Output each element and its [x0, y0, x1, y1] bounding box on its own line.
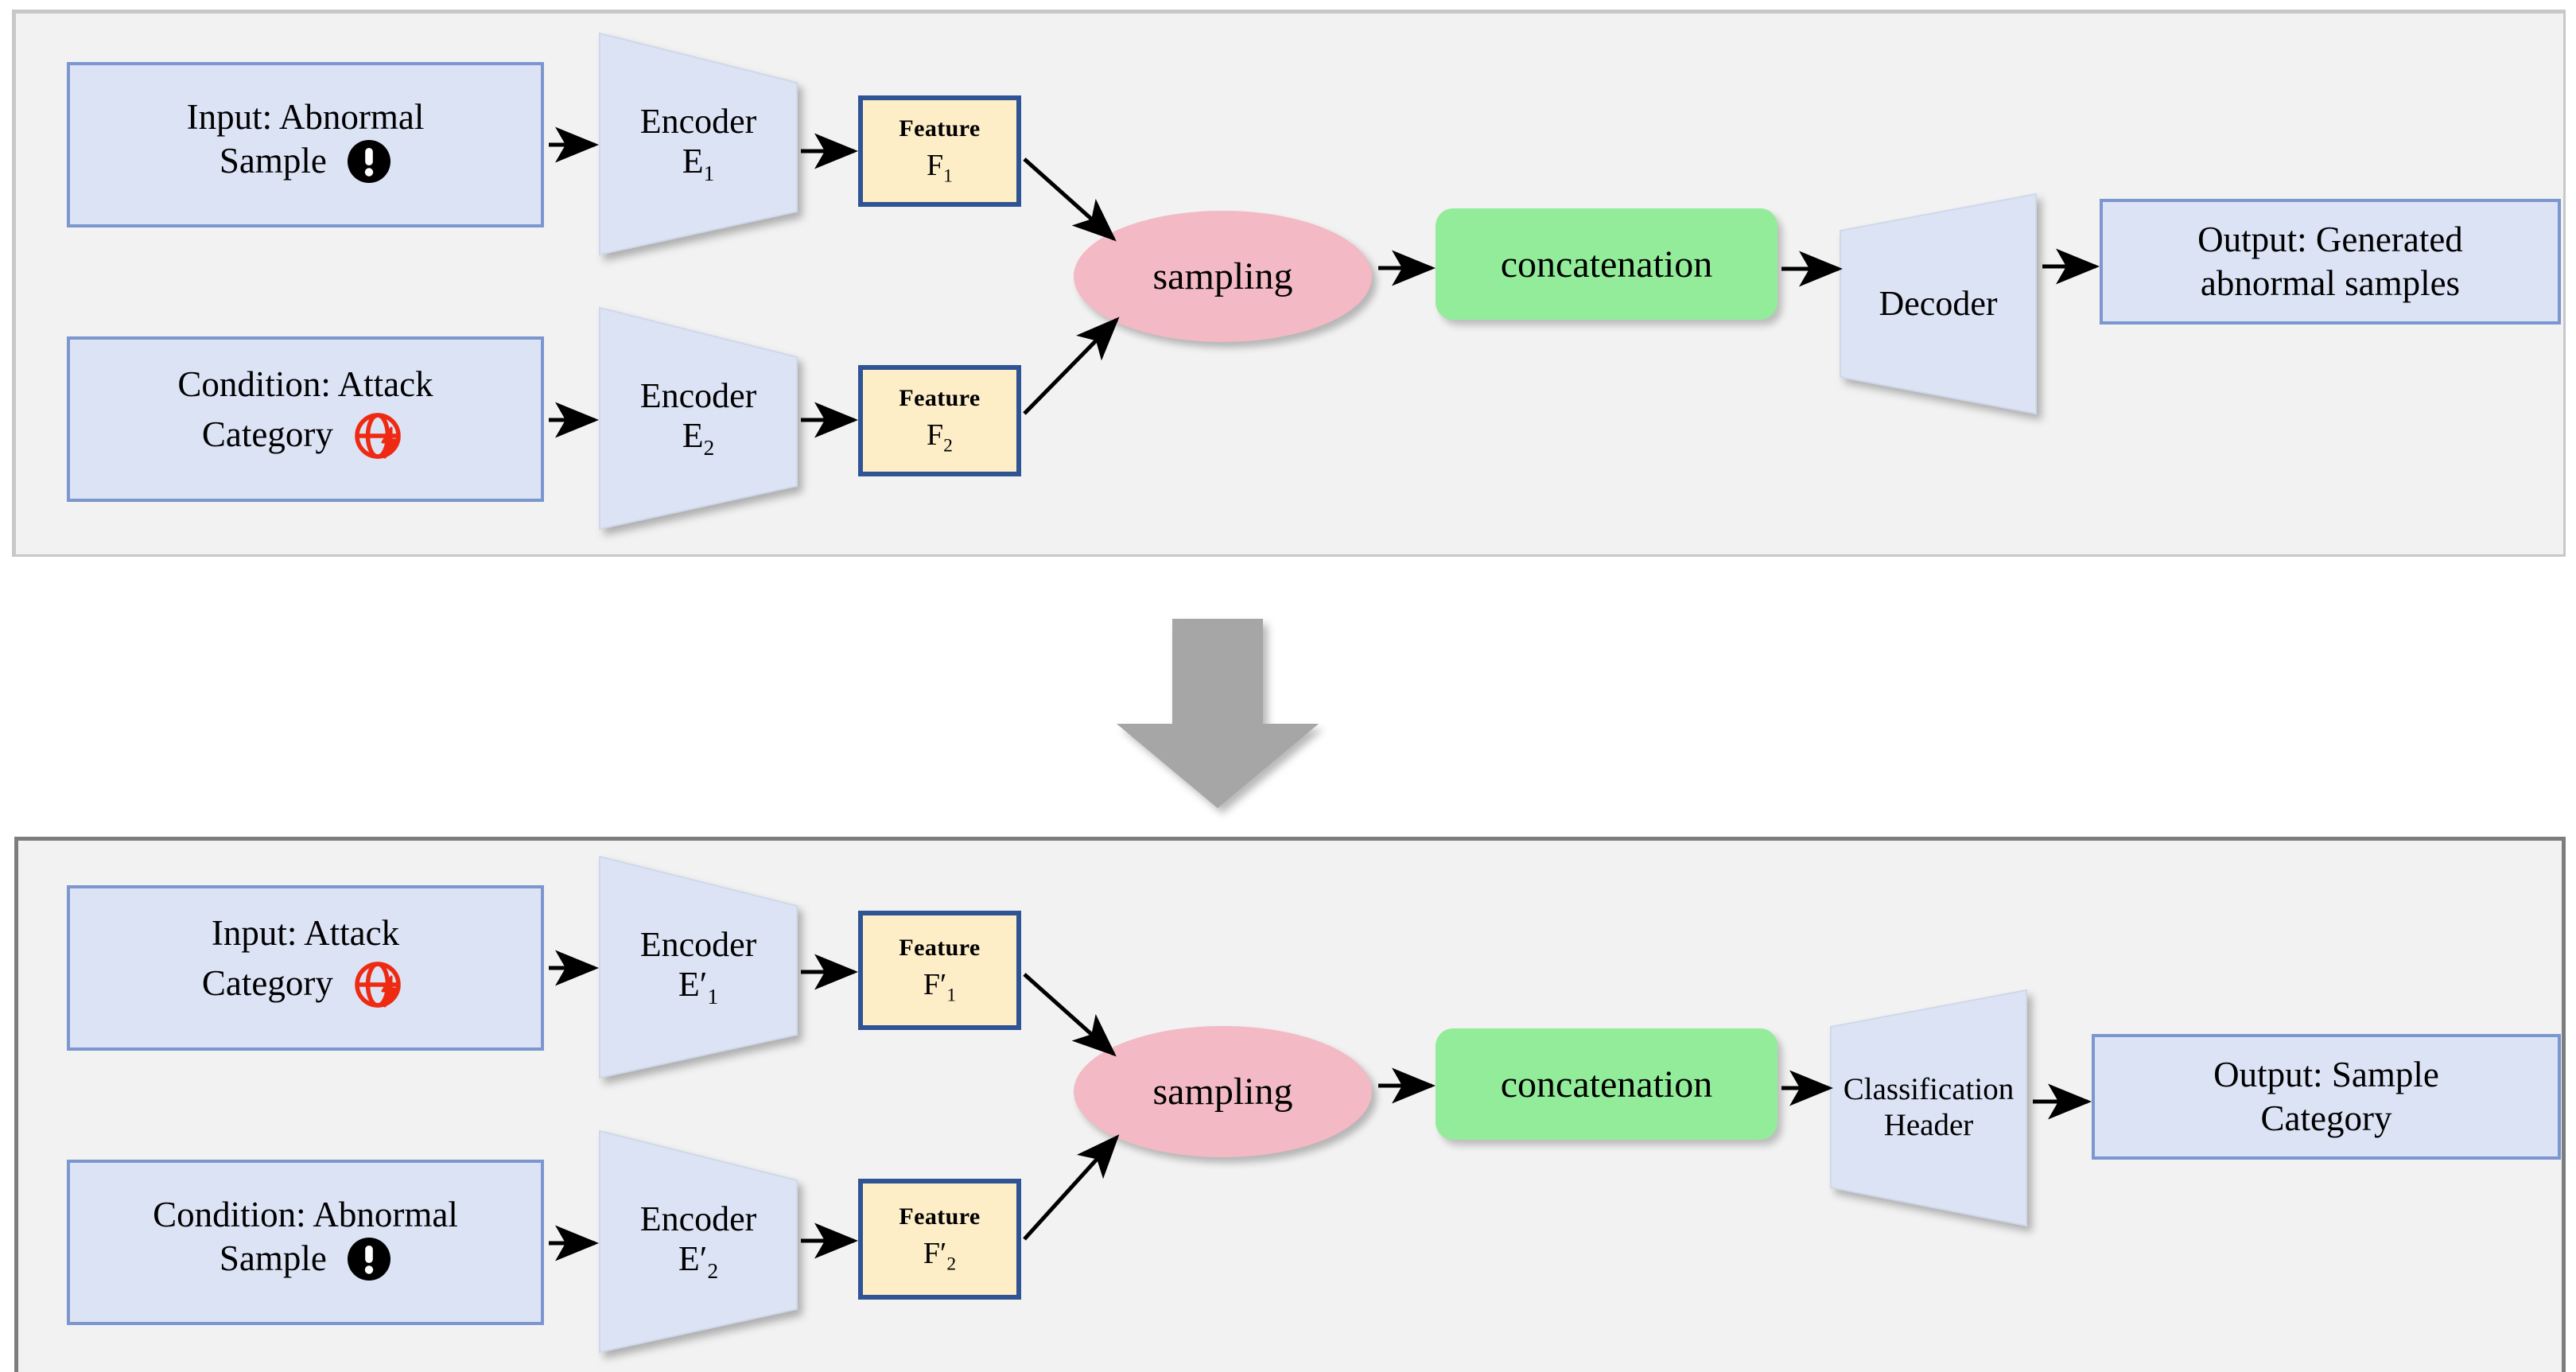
- globe-attack-icon: [350, 955, 409, 1024]
- top-input-line2: Sample: [219, 141, 327, 181]
- top-encoder-1-line1: Encoder: [639, 101, 757, 141]
- bottom-concatenation-node: concatenation: [1436, 1028, 1778, 1140]
- bottom-feature-2-value: F′2: [923, 1236, 957, 1275]
- top-output-line1: Output: Generated: [2197, 220, 2463, 260]
- bottom-condition-line2: Sample: [219, 1238, 327, 1278]
- top-feature-2-label: Feature: [899, 384, 981, 411]
- bottom-feature-2: Feature F′2: [858, 1179, 1021, 1300]
- bottom-condition-line1: Condition: Abnormal: [153, 1195, 458, 1235]
- bottom-input-box: Input: Attack Category: [67, 885, 544, 1051]
- alert-circle-icon: [347, 1237, 391, 1292]
- top-output-line2: abnormal samples: [2200, 263, 2461, 303]
- bottom-input-line2-wrap: Category: [202, 955, 409, 1024]
- bottom-encoder-2: Encoder E′2: [598, 1129, 798, 1354]
- bottom-input-line1: Input: Attack: [211, 913, 400, 954]
- bottom-input-line2: Category: [201, 963, 333, 1003]
- bottom-output-line2: Category: [2260, 1098, 2392, 1138]
- top-encoder-1-line2: E1: [682, 142, 715, 186]
- bottom-classifier-line1: Classification: [1843, 1072, 2015, 1107]
- stage-flow-down-arrow: [1110, 619, 1325, 810]
- top-concatenation-label: concatenation: [1500, 243, 1713, 286]
- bottom-classification-header: Classification Header: [1829, 989, 2028, 1227]
- bottom-concatenation-label: concatenation: [1500, 1063, 1713, 1106]
- top-output-box: Output: Generated abnormal samples: [2100, 199, 2561, 325]
- top-feature-1-value: F1: [927, 148, 953, 187]
- bottom-encoder-2-line2: E′2: [678, 1239, 719, 1284]
- bottom-feature-1: Feature F′1: [858, 911, 1021, 1030]
- bottom-encoder-1-line1: Encoder: [639, 924, 757, 964]
- bottom-classifier-line2: Header: [1883, 1108, 1974, 1142]
- top-condition-line1: Condition: Attack: [177, 364, 433, 405]
- bottom-condition-box: Condition: Abnormal Sample: [67, 1160, 544, 1325]
- top-encoder-1: Encoder E1: [598, 32, 798, 256]
- top-feature-2-value: F2: [927, 418, 953, 457]
- top-input-line2-wrap: Sample: [220, 139, 391, 194]
- top-decoder: Decoder: [1839, 192, 2038, 415]
- bottom-output-box: Output: Sample Category: [2092, 1034, 2561, 1160]
- bottom-sampling-label: sampling: [1152, 1071, 1293, 1113]
- top-encoder-2-line2: E2: [682, 416, 715, 461]
- alert-circle-icon: [347, 139, 391, 194]
- top-sampling-node: sampling: [1074, 211, 1372, 342]
- top-condition-box: Condition: Attack Category: [67, 336, 544, 502]
- bottom-encoder-1: Encoder E′1: [598, 855, 798, 1079]
- top-feature-1-label: Feature: [899, 115, 981, 142]
- top-encoder-2: Encoder E2: [598, 306, 798, 531]
- top-condition-line2: Category: [201, 414, 333, 454]
- globe-attack-icon: [350, 406, 409, 476]
- top-feature-2: Feature F2: [858, 365, 1021, 476]
- top-input-line1: Input: Abnormal: [186, 97, 425, 138]
- top-condition-line2-wrap: Category: [202, 406, 409, 476]
- top-feature-1: Feature F1: [858, 95, 1021, 207]
- top-input-box: Input: Abnormal Sample: [67, 62, 544, 227]
- bottom-condition-line2-wrap: Sample: [220, 1237, 391, 1292]
- bottom-output-line1: Output: Sample: [2213, 1055, 2439, 1095]
- bottom-feature-1-label: Feature: [899, 934, 981, 961]
- bottom-feature-1-value: F′1: [923, 967, 957, 1006]
- bottom-feature-2-label: Feature: [899, 1203, 981, 1230]
- bottom-encoder-2-line1: Encoder: [639, 1199, 757, 1238]
- top-sampling-label: sampling: [1152, 255, 1293, 297]
- bottom-encoder-1-line2: E′1: [678, 965, 719, 1009]
- top-decoder-label: Decoder: [1879, 283, 1998, 323]
- top-encoder-2-line1: Encoder: [639, 375, 757, 415]
- top-concatenation-node: concatenation: [1436, 208, 1778, 320]
- bottom-sampling-node: sampling: [1074, 1026, 1372, 1157]
